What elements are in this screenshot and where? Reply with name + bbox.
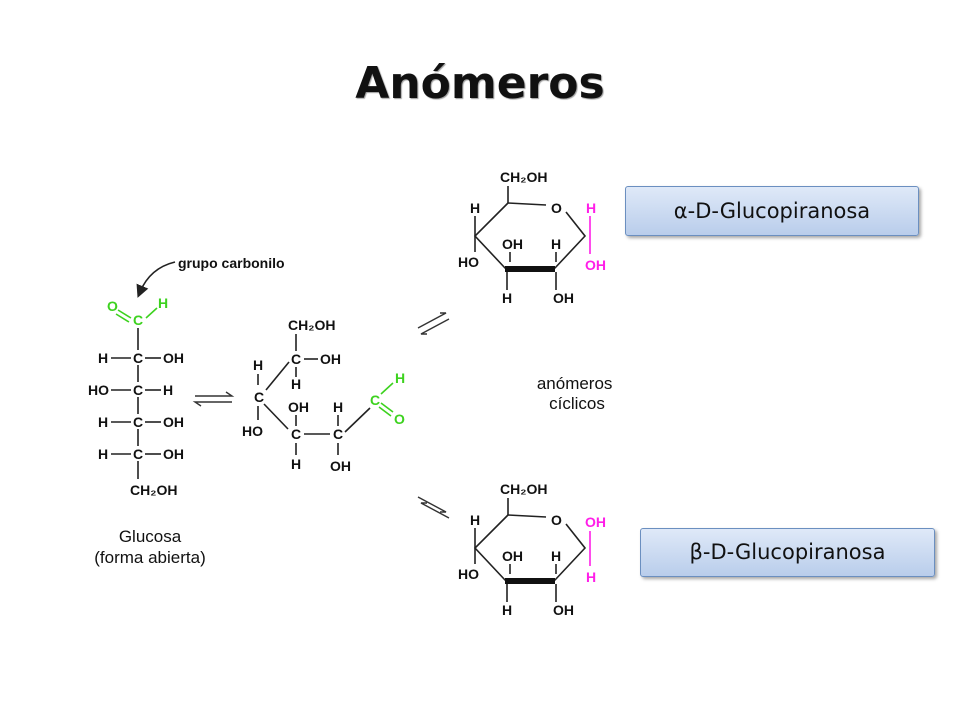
atom-oh: OH: [163, 414, 184, 430]
cyclic-anomers-line1: anómeros: [537, 374, 613, 393]
double-bond-line: [378, 406, 392, 417]
anomeric-oh: OH: [585, 514, 606, 530]
atom-h: H: [470, 512, 480, 528]
atom-ho: HO: [242, 423, 263, 439]
ring-front-bond: [505, 578, 555, 584]
carbonyl-hydrogen: H: [395, 370, 405, 386]
ring-bond: [473, 202, 587, 269]
atom-h: H: [502, 290, 512, 306]
atom-h: H: [291, 376, 301, 392]
cyclic-anomers-label: anómeros cíclicos: [537, 374, 617, 413]
atom-oh: OH: [502, 548, 523, 564]
page-title: Anómeros: [355, 58, 605, 109]
carbonyl-oxygen: O: [394, 411, 405, 427]
atom-oh: OH: [553, 290, 574, 306]
equilibrium-arrow: [192, 391, 235, 407]
double-bond-line: [117, 309, 132, 319]
atom-ho: HO: [88, 382, 109, 398]
bond-line: [380, 382, 394, 395]
beta-glucopyranose-structure: CH₂OH O H HO OH H H OH OH H: [458, 481, 606, 618]
atom-oh: OH: [163, 446, 184, 462]
intermediate-structure: CH₂OH C OH H H C HO OH C H H C OH C H O: [242, 317, 405, 474]
bond-line: [263, 403, 289, 430]
ring-front-bond: [505, 266, 555, 272]
atom-oh: OH: [553, 602, 574, 618]
atom-c: C: [254, 389, 264, 405]
equilibrium-arrow: [417, 496, 450, 519]
annotation-arrow: [136, 261, 176, 298]
atom-ch2oh: CH₂OH: [288, 317, 335, 333]
atom-oh: OH: [288, 399, 309, 415]
equilibrium-arrow: [417, 312, 450, 335]
beta-anomer-badge: β-D-Glucopiranosa: [640, 528, 935, 577]
carbonyl-hydrogen: H: [158, 295, 168, 311]
atom-c: C: [133, 350, 143, 366]
atom-h: H: [551, 548, 561, 564]
atom-oh: OH: [502, 236, 523, 252]
atom-h: H: [253, 357, 263, 373]
atom-h: H: [333, 399, 343, 415]
atom-oh: OH: [320, 351, 341, 367]
bond-line: [265, 361, 290, 391]
atom-c: C: [133, 446, 143, 462]
carbonyl-carbon: C: [370, 392, 380, 408]
carbonyl-oxygen: O: [107, 298, 118, 314]
anomeric-h: H: [586, 569, 596, 585]
atom-c: C: [333, 426, 343, 442]
alpha-anomer-badge: α-D-Glucopiranosa: [625, 186, 919, 236]
atom-h: H: [98, 446, 108, 462]
double-bond-line: [380, 402, 394, 413]
cyclic-anomers-line2: cíclicos: [549, 394, 605, 413]
glucose-caption: Glucosa: [119, 527, 182, 546]
anomeric-oh: OH: [585, 257, 606, 273]
double-bond-line: [115, 313, 130, 323]
ring-bond: [507, 514, 547, 518]
atom-ch2oh: CH₂OH: [500, 169, 547, 185]
atom-c: C: [133, 382, 143, 398]
atom-ch2oh: CH₂OH: [130, 482, 177, 498]
atom-h: H: [502, 602, 512, 618]
atom-h: H: [163, 382, 173, 398]
atom-c: C: [133, 414, 143, 430]
glucose-caption-sub: (forma abierta): [94, 548, 205, 567]
atom-h: H: [470, 200, 480, 216]
ring-bond: [507, 202, 547, 206]
ring-oxygen: O: [551, 200, 562, 216]
atom-ho: HO: [458, 254, 479, 270]
atom-h: H: [291, 456, 301, 472]
bond-line: [344, 407, 371, 433]
atom-c: C: [291, 351, 301, 367]
alpha-glucopyranose-structure: CH₂OH O H HO OH H H OH H OH: [458, 169, 606, 306]
atom-ch2oh: CH₂OH: [500, 481, 547, 497]
carbonyl-annotation: grupo carbonilo: [178, 255, 285, 271]
atom-c: C: [291, 426, 301, 442]
carbonyl-carbon: C: [133, 312, 143, 328]
atom-oh: OH: [330, 458, 351, 474]
open-chain-glucose: grupo carbonilo O H C H C OH HO C H H C …: [88, 255, 285, 567]
ring-oxygen: O: [551, 512, 562, 528]
ring-bond: [473, 514, 587, 581]
atom-oh: OH: [163, 350, 184, 366]
atom-h: H: [98, 350, 108, 366]
atom-h: H: [98, 414, 108, 430]
anomeric-h: H: [586, 200, 596, 216]
atom-h: H: [551, 236, 561, 252]
atom-ho: HO: [458, 566, 479, 582]
bond-line: [145, 307, 158, 319]
